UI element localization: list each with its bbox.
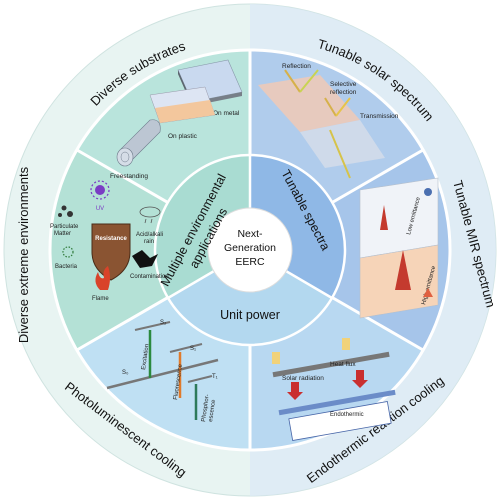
contamination-splat-icon	[132, 250, 158, 268]
warning-icon	[423, 288, 433, 297]
center-circle	[207, 207, 293, 293]
rain-cloud-icon	[139, 206, 161, 224]
particulate-icon	[58, 205, 73, 217]
inner-label-power: Unit power	[220, 308, 280, 322]
solar-illustration: Reflection Selective reflection Transmis…	[258, 63, 399, 179]
extreme-illustration: Resistance UV Particulate Matter Acid/al…	[50, 180, 169, 302]
label-heat-flux: Heat flux	[330, 361, 356, 368]
label-s0: S₀	[122, 370, 129, 376]
label-particulate-2: Matter	[54, 231, 71, 237]
label-uv: UV	[96, 206, 104, 212]
label-selective-1: Selective	[330, 81, 357, 88]
label-excitation: Excitation	[141, 344, 151, 371]
endothermic-illustration: Solar radiation Heat flux Endothermic	[272, 338, 396, 441]
label-freestanding: Freestanding	[110, 173, 148, 180]
label-flame: Flame	[92, 296, 109, 302]
label-phosphor-1: Phosphor-	[201, 394, 211, 422]
label-particulate-1: Particulate	[50, 224, 79, 230]
label-endothermic: Endothermic	[330, 412, 364, 418]
label-fluorescence: Fluorescence	[173, 363, 184, 400]
label-resistance: Resistance	[95, 236, 127, 242]
label-acid-1: Acid/alkali	[136, 232, 163, 238]
label-contamination: Contamination	[130, 274, 169, 280]
center-line2: Generation	[224, 242, 276, 254]
flame-icon	[95, 266, 110, 290]
label-on-plastic: On plastic	[168, 133, 198, 140]
label-solar-radiation: Solar radiation	[282, 375, 324, 382]
inner-ring	[153, 153, 347, 347]
label-reflection: Reflection	[282, 63, 311, 70]
uv-sun-icon	[90, 180, 110, 200]
resistance-shield-icon	[91, 223, 131, 281]
label-acid-2: rain	[144, 239, 154, 245]
label-bacteria: Bacteria	[55, 264, 78, 270]
label-s2: S₂	[160, 320, 167, 326]
label-s1: S₁	[190, 346, 196, 352]
label-phosphor-2: escence	[208, 399, 217, 423]
label-t1: T₁	[212, 374, 218, 380]
label-selective-2: reflection	[330, 89, 357, 96]
photolum-illustration: S₀ S₂ S₁ T₁ Excitation Fluorescence Phos…	[106, 320, 219, 423]
center-line3: EERC	[235, 256, 265, 268]
sector-extreme	[50, 150, 251, 350]
label-on-metal: On metal	[213, 110, 240, 117]
outer-label-extreme: Diverse extreme environments	[16, 166, 31, 343]
plastic-substrate	[149, 86, 216, 124]
inner-sector-power	[168, 250, 332, 346]
label-transmission: Transmission	[360, 113, 399, 120]
cold-icon	[424, 188, 432, 196]
bacteria-icon	[62, 246, 74, 258]
mir-illustration: Low emittance High emittance	[359, 177, 439, 319]
center-line1: Next-	[237, 228, 263, 240]
substrates-illustration: On metal On plastic Freestanding	[110, 59, 243, 180]
freestanding-roll	[116, 119, 161, 167]
